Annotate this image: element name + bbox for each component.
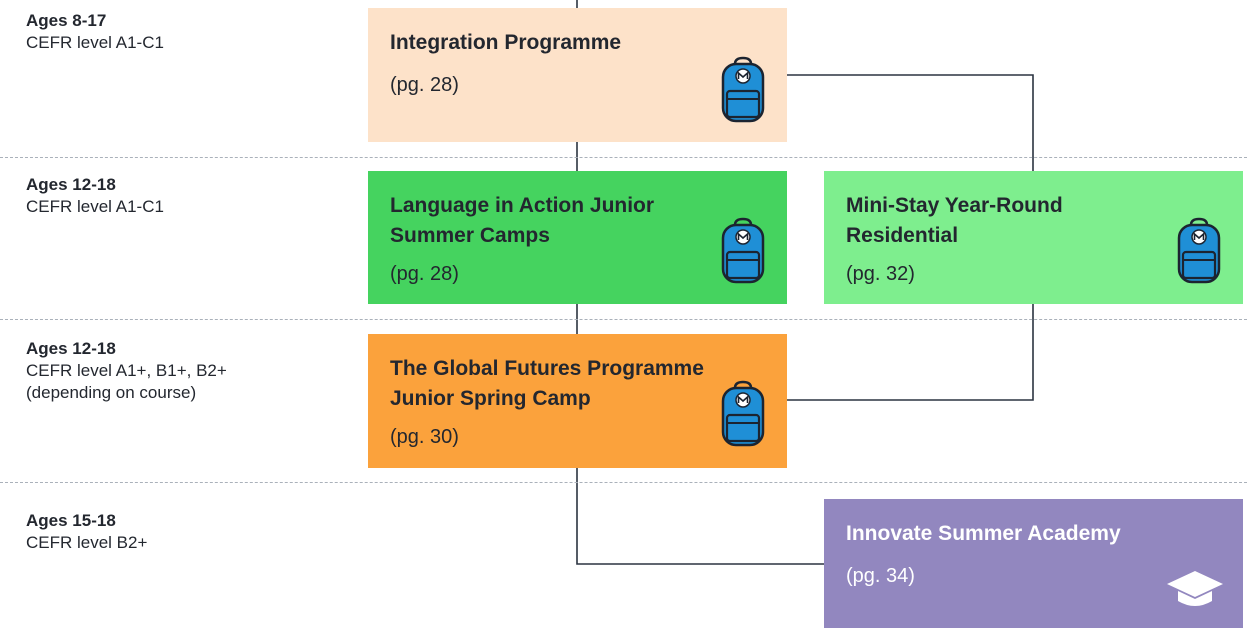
cefr-level: CEFR level A1-C1 bbox=[26, 197, 164, 216]
page-reference: (pg. 34) bbox=[846, 565, 915, 587]
programme-title: The Global Futures Programme Junior Spri… bbox=[390, 357, 704, 410]
backpack-icon bbox=[720, 216, 766, 289]
programme-card-global-futures[interactable]: The Global Futures Programme Junior Spri… bbox=[368, 334, 787, 468]
backpack-icon bbox=[720, 379, 766, 452]
row-label: Ages 12-18 CEFR level A1+, B1+, B2+ (dep… bbox=[26, 338, 231, 404]
row-label: Ages 8-17 CEFR level A1-C1 bbox=[26, 10, 246, 54]
row-label: Ages 15-18 CEFR level B2+ bbox=[26, 510, 246, 554]
age-range: Ages 15-18 bbox=[26, 511, 116, 530]
page-reference: (pg. 32) bbox=[846, 263, 915, 285]
programme-card-integration[interactable]: Integration Programme (pg. 28) bbox=[368, 8, 787, 142]
row-divider bbox=[0, 482, 1247, 483]
row-label: Ages 12-18 CEFR level A1-C1 bbox=[26, 174, 246, 218]
row-divider bbox=[0, 319, 1247, 320]
cefr-level: CEFR level B2+ bbox=[26, 533, 148, 552]
backpack-icon bbox=[1176, 216, 1222, 289]
page-reference: (pg. 28) bbox=[390, 263, 459, 285]
cefr-level: CEFR level A1-C1 bbox=[26, 33, 164, 52]
age-range: Ages 12-18 bbox=[26, 339, 116, 358]
connector-integration-ministay bbox=[786, 74, 1034, 171]
row-divider bbox=[0, 157, 1247, 158]
programme-title: Language in Action Junior Summer Camps bbox=[390, 194, 655, 247]
programme-card-mini-stay[interactable]: Mini-Stay Year-Round Residential (pg. 32… bbox=[824, 171, 1243, 304]
page-reference: (pg. 28) bbox=[390, 74, 459, 96]
age-range: Ages 8-17 bbox=[26, 11, 107, 30]
connector-ministay-global bbox=[786, 304, 1034, 401]
page-reference: (pg. 30) bbox=[390, 426, 459, 448]
programme-title: Innovate Summer Academy bbox=[846, 522, 1121, 545]
programme-card-language-in-action[interactable]: Language in Action Junior Summer Camps (… bbox=[368, 171, 787, 304]
graduation-cap-icon bbox=[1165, 569, 1225, 618]
connector-3-innovate bbox=[576, 468, 824, 565]
cefr-level: CEFR level A1+, B1+, B2+ (depending on c… bbox=[26, 361, 227, 402]
programme-card-innovate[interactable]: Innovate Summer Academy (pg. 34) bbox=[824, 499, 1243, 628]
programme-title: Integration Programme bbox=[390, 31, 622, 54]
programme-title: Mini-Stay Year-Round Residential bbox=[846, 194, 1063, 247]
backpack-icon bbox=[720, 55, 766, 128]
age-range: Ages 12-18 bbox=[26, 175, 116, 194]
